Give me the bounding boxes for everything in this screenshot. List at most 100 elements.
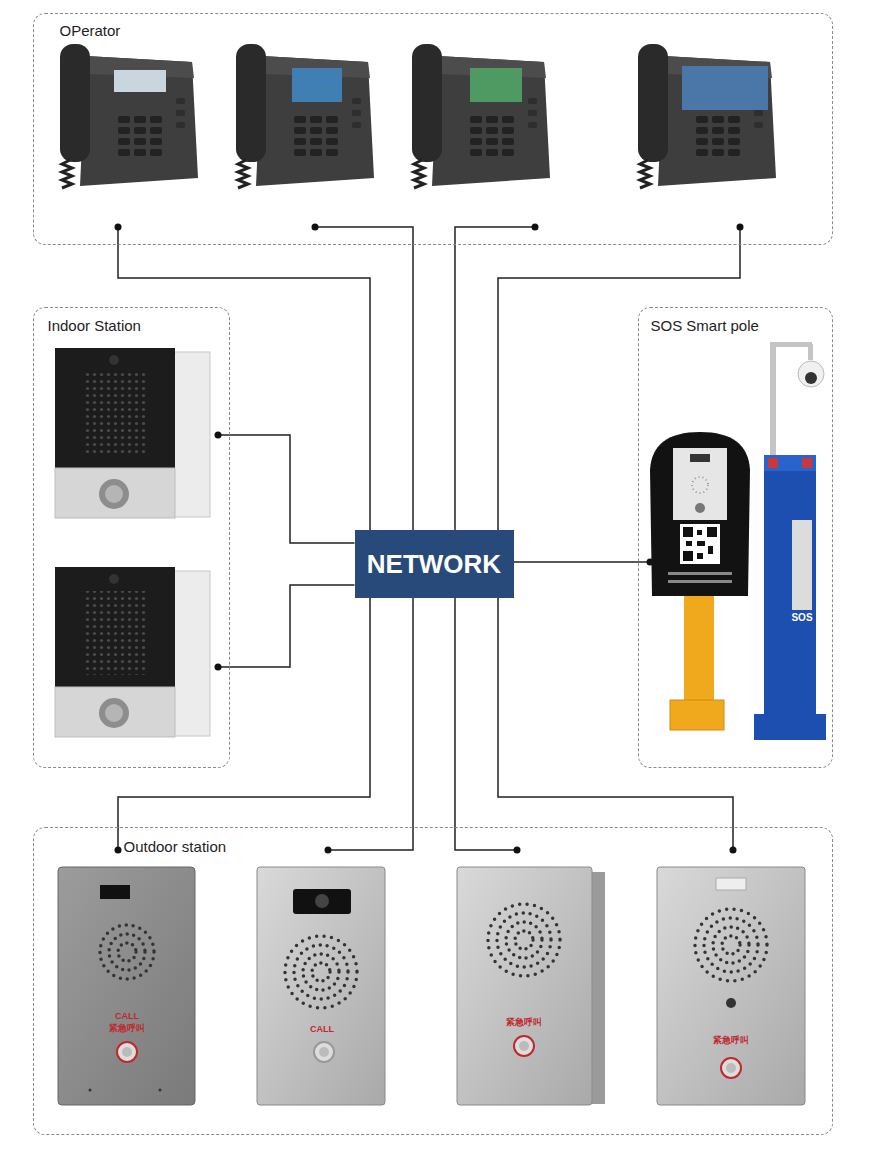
connector-dot xyxy=(737,224,744,231)
outdoor-station xyxy=(457,867,605,1105)
sos-kiosk-part xyxy=(670,700,724,730)
outdoor-station-part xyxy=(506,922,542,958)
device-group: Outdoor station xyxy=(33,827,833,1135)
sos-pole-part xyxy=(764,455,816,471)
indoor-station-part xyxy=(82,591,148,675)
outdoor-station-part xyxy=(312,963,330,981)
sos-kiosk-part xyxy=(686,541,692,546)
sos-kiosk-part xyxy=(708,546,713,554)
outdoor-station-part xyxy=(657,867,805,1105)
outdoor-station-part xyxy=(293,889,351,914)
sos-kiosk-part xyxy=(668,572,732,575)
sos-kiosk-part xyxy=(683,551,693,561)
indoor-station-part xyxy=(172,352,210,517)
indoor-station-part xyxy=(99,698,129,728)
connector-dot xyxy=(312,224,319,231)
connector-dot xyxy=(514,847,521,854)
outdoor-station-part xyxy=(713,927,749,963)
button-caption: 紧急呼叫 xyxy=(506,1018,542,1028)
connector-dot xyxy=(115,224,122,231)
sos-pole-part xyxy=(798,361,824,387)
sos-kiosk-part xyxy=(690,454,710,462)
network-link xyxy=(218,585,355,667)
outdoor-station-part xyxy=(497,913,551,967)
indoor-station-part xyxy=(55,468,175,518)
outdoor-station-part xyxy=(695,909,767,981)
indoor-station-part xyxy=(105,704,123,722)
indoor-station-part xyxy=(172,571,210,736)
sos-pole-part xyxy=(764,455,816,717)
button-caption: CALL xyxy=(115,1012,139,1022)
indoor-station-part xyxy=(55,348,175,468)
ip-phone-part xyxy=(114,70,166,92)
outdoor-station-part xyxy=(488,904,560,976)
network-link xyxy=(514,561,651,563)
outdoor-station-part xyxy=(294,945,348,999)
ip-phone-part xyxy=(638,44,776,188)
network-link xyxy=(118,227,370,530)
connector-dot xyxy=(215,432,222,439)
outdoor-station-part xyxy=(89,1089,92,1092)
ip-phone-part xyxy=(60,44,198,188)
outdoor-station-part xyxy=(721,1058,741,1078)
sos-kiosk-part xyxy=(668,580,732,583)
connector-dot xyxy=(730,847,737,854)
outdoor-station-part xyxy=(514,1036,534,1056)
indoor-station xyxy=(55,567,210,737)
outdoor-station-part xyxy=(726,1063,736,1073)
network-box: NETWORK xyxy=(355,530,514,598)
outdoor-station-part xyxy=(515,931,533,949)
connector-dot xyxy=(647,559,654,566)
ip-phone-part xyxy=(682,66,768,110)
connector-dot xyxy=(532,224,539,231)
sos-pole xyxy=(754,342,826,740)
sos-kiosk-part xyxy=(707,527,717,537)
network-link xyxy=(315,227,413,530)
sos-pole-part xyxy=(805,372,817,384)
sos-pole-part xyxy=(802,458,812,468)
ip-phone-part xyxy=(470,68,522,102)
ip-phone-part xyxy=(236,44,374,188)
sos-kiosk-part xyxy=(692,477,708,493)
sos-kiosk-part xyxy=(650,432,750,596)
sos-pole-part xyxy=(770,342,776,460)
connector-dot xyxy=(325,847,332,854)
pole-marking: SOS xyxy=(791,612,812,623)
outdoor-station-part xyxy=(118,943,136,961)
outdoor-station-part xyxy=(100,925,154,979)
connector-dot xyxy=(115,847,122,854)
sos-kiosk-part xyxy=(683,527,693,537)
group-heading: Indoor Station xyxy=(48,317,141,334)
outdoor-station-part xyxy=(315,894,329,908)
sos-kiosk-part xyxy=(673,448,727,520)
ip-phone-part xyxy=(412,44,550,188)
outdoor-station-part xyxy=(457,867,592,1105)
outdoor-station xyxy=(657,867,805,1105)
group-heading: Outdoor station xyxy=(124,838,227,855)
outdoor-station-part xyxy=(704,918,758,972)
indoor-station-part xyxy=(99,479,129,509)
sos-pole-part xyxy=(808,344,813,360)
network-label: NETWORK xyxy=(367,549,501,580)
outdoor-station-part xyxy=(726,998,736,1008)
button-caption: 紧急呼叫 xyxy=(109,1024,145,1034)
device-group: OPerator xyxy=(33,13,833,245)
device-group: Indoor Station xyxy=(33,307,230,768)
network-link xyxy=(498,227,740,530)
indoor-station-part xyxy=(109,355,119,365)
device-group: SOS Smart pole xyxy=(638,307,833,768)
indoor-station xyxy=(55,348,210,518)
outdoor-station-part xyxy=(303,954,339,990)
ip-phone xyxy=(60,44,198,188)
network-link xyxy=(455,227,535,530)
outdoor-station xyxy=(58,867,195,1105)
sos-kiosk-part xyxy=(684,585,714,703)
button-caption: 紧急呼叫 xyxy=(713,1036,749,1046)
outdoor-station-part xyxy=(109,934,145,970)
sos-kiosk-part xyxy=(695,503,705,513)
network-link xyxy=(328,598,413,850)
sos-pole-part xyxy=(792,520,812,610)
sos-pole-part xyxy=(770,342,812,347)
outdoor-station-part xyxy=(159,1089,162,1092)
indoor-station-part xyxy=(105,485,123,503)
